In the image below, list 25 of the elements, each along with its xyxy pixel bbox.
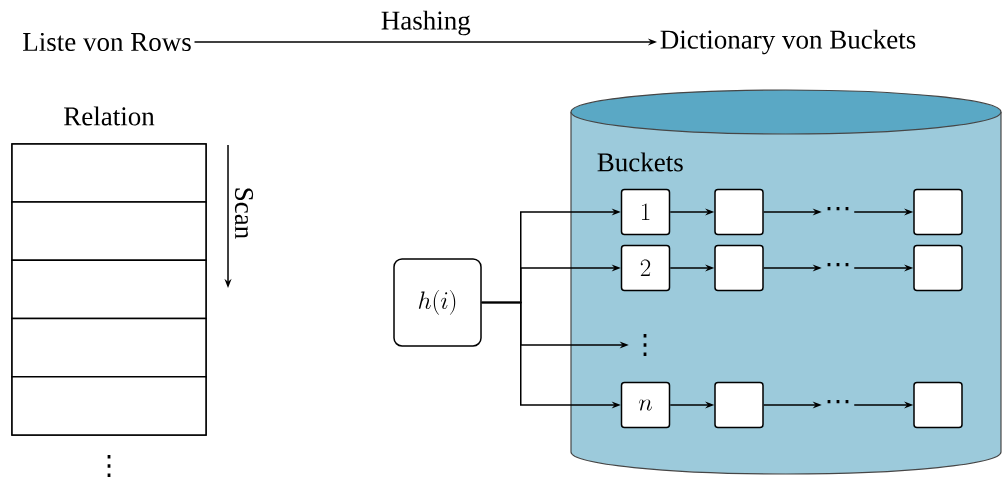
ellipsis: ⋮: [107, 455, 111, 477]
bucket-box: $2$: [620, 244, 671, 292]
ellipsis: ⋯: [827, 206, 849, 211]
bucket-box: $n$: [620, 381, 671, 429]
text-label: Liste von Rows: [23, 32, 191, 52]
table-row: [11, 201, 207, 262]
list-box: [913, 381, 963, 429]
table-row: [11, 143, 207, 203]
node-label: Relation: [64, 106, 155, 126]
ellipsis: ⋯: [827, 399, 849, 404]
list-box: [714, 381, 764, 429]
table-row: [11, 317, 207, 378]
list-box: [714, 188, 764, 236]
table-row: [11, 259, 207, 320]
list-box: [913, 244, 963, 292]
text-label: Dictionary von Buckets: [660, 29, 916, 55]
list-box: [714, 244, 764, 292]
edge-label: Hashing: [381, 10, 471, 36]
function-box: $h(i)$: [393, 258, 482, 347]
table-row: [11, 375, 207, 436]
arrow-label: Scan: [234, 188, 254, 239]
ellipsis: ⋯: [827, 262, 849, 267]
ellipsis: ⋮: [643, 334, 647, 356]
list-box: [913, 188, 963, 236]
bucket-box: $1$: [620, 188, 671, 236]
